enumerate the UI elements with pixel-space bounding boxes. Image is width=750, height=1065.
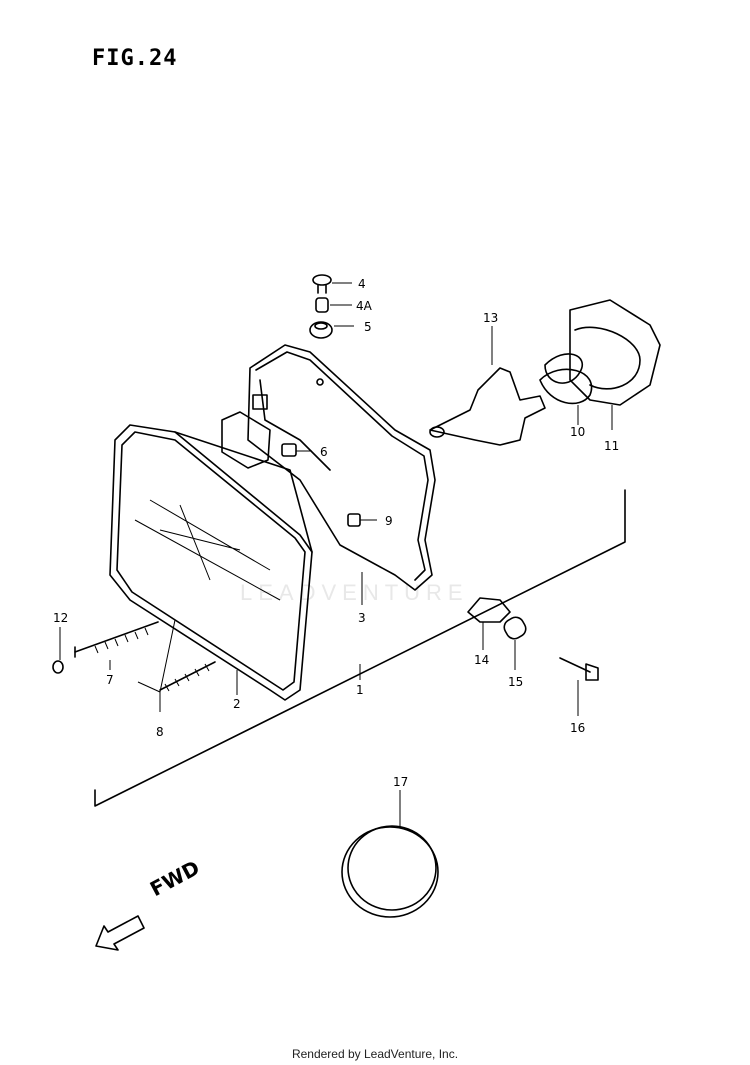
callout-13: 13 xyxy=(483,311,498,325)
callout-labels: 1 2 3 4 4A 5 6 7 8 9 10 11 12 13 14 15 1… xyxy=(53,277,619,789)
screw-4 xyxy=(312,274,332,294)
callout-11: 11 xyxy=(604,439,619,453)
grommet-5 xyxy=(309,321,333,339)
assembly-bracket xyxy=(94,489,626,807)
headlight-housing xyxy=(221,344,436,591)
callout-6: 6 xyxy=(320,445,328,459)
bulb-spring-10 xyxy=(539,353,593,405)
fwd-arrow-icon xyxy=(95,915,145,951)
bulb-13 xyxy=(429,367,546,446)
callout-17: 17 xyxy=(393,775,408,789)
figure-title: FIG.24 xyxy=(92,46,178,71)
callout-3: 3 xyxy=(358,611,366,625)
reflector-lens-17 xyxy=(341,825,439,918)
headlight-unit xyxy=(109,424,313,701)
callout-14: 14 xyxy=(474,653,489,667)
callout-16: 16 xyxy=(570,721,585,735)
callout-1: 1 xyxy=(356,683,364,697)
callout-4a: 4A xyxy=(356,299,373,313)
callout-15: 15 xyxy=(508,675,523,689)
leader-lines xyxy=(59,282,613,828)
watermark-text: LEADVENTURE xyxy=(240,580,469,605)
adjuster-14 xyxy=(467,597,511,623)
callout-2: 2 xyxy=(233,697,241,711)
screw-8 xyxy=(159,661,216,692)
screw-7 xyxy=(74,621,159,658)
nut-6 xyxy=(281,443,297,457)
callout-7: 7 xyxy=(106,673,114,687)
nut-12 xyxy=(52,660,64,674)
callout-8: 8 xyxy=(156,725,164,739)
callout-5: 5 xyxy=(364,320,372,334)
callout-9: 9 xyxy=(385,514,393,528)
collar-4a xyxy=(315,297,329,313)
nut-9 xyxy=(347,513,361,527)
cap-15 xyxy=(503,616,527,640)
callout-12: 12 xyxy=(53,611,68,625)
footer-credit: Rendered by LeadVenture, Inc. xyxy=(291,1047,459,1061)
callout-10: 10 xyxy=(570,425,585,439)
callout-4: 4 xyxy=(358,277,366,291)
socket-cover-11 xyxy=(569,299,661,406)
bolt-16 xyxy=(559,657,599,681)
